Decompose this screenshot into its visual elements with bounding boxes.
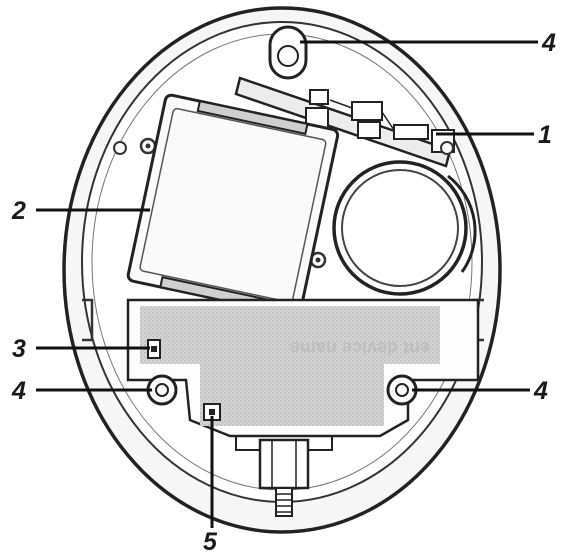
label-5: 5 <box>203 528 218 553</box>
label-2: 2 <box>11 197 26 225</box>
label-3: 3 <box>12 335 26 363</box>
round-sounder <box>332 160 477 296</box>
label-4-top: 4 <box>541 29 556 57</box>
bottom-latch <box>235 436 333 490</box>
label-4-left: 4 <box>11 377 26 405</box>
keyhole-hole <box>277 45 299 67</box>
left-clip <box>82 298 94 342</box>
label-1: 1 <box>538 121 552 149</box>
sticker-text: ent device name <box>290 338 430 358</box>
bottom-screw <box>275 487 293 517</box>
mounting-hole-right <box>386 374 418 406</box>
battery-cover <box>126 93 340 317</box>
screw-hole-top-left <box>113 141 127 155</box>
label-4-right: 4 <box>533 377 548 405</box>
screw-hole-board <box>440 141 454 155</box>
label-sticker: ent device name <box>140 306 440 426</box>
mounting-hole-left <box>146 374 178 406</box>
